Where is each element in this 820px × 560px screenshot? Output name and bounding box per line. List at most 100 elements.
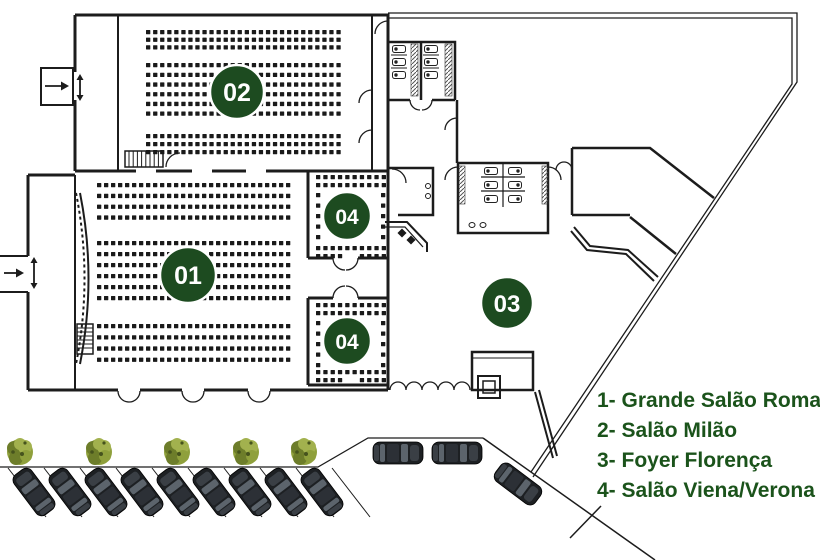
seat: [279, 285, 284, 290]
door-arc: [389, 381, 471, 391]
seat: [381, 254, 386, 259]
seat: [195, 346, 200, 351]
seat: [251, 63, 257, 68]
seat: [301, 92, 306, 97]
seat: [315, 92, 320, 97]
seat: [174, 101, 179, 107]
seat: [188, 346, 193, 351]
door-arc: [444, 166, 459, 181]
seat: [316, 352, 321, 357]
seat: [188, 150, 193, 155]
seat: [216, 37, 221, 42]
room-marker-04-lower: 04: [321, 315, 373, 367]
seat: [323, 246, 328, 251]
seat: [202, 142, 207, 147]
seat: [97, 263, 102, 268]
seat: [381, 352, 386, 357]
door-arc: [444, 117, 458, 131]
seat: [209, 193, 214, 199]
seat: [174, 111, 179, 116]
seat: [132, 274, 137, 279]
seat: [202, 63, 207, 68]
seat: [104, 285, 109, 290]
seat: [230, 142, 235, 147]
seat: [244, 241, 249, 246]
toilet-icon: [484, 195, 498, 203]
door-arc: [409, 99, 421, 111]
seat: [251, 285, 256, 290]
seat: [223, 274, 228, 279]
seat: [202, 92, 207, 97]
seat: [308, 82, 313, 87]
seat: [272, 101, 278, 107]
seat: [202, 324, 207, 329]
seat: [367, 246, 372, 251]
seat: [153, 45, 158, 50]
seat: [146, 30, 151, 35]
seat: [265, 296, 270, 301]
seat: [272, 63, 278, 68]
seat: [195, 30, 200, 35]
seat: [125, 274, 130, 279]
seat: [216, 150, 221, 155]
seat: [258, 30, 264, 35]
seat: [272, 357, 277, 362]
seat: [329, 150, 334, 155]
seat: [167, 183, 172, 188]
wall: [534, 391, 554, 459]
seat: [188, 215, 193, 220]
seat: [223, 150, 228, 155]
seat: [322, 150, 327, 155]
seat: [244, 324, 249, 329]
seat: [258, 204, 263, 209]
seat: [153, 30, 158, 35]
seat: [345, 370, 350, 375]
seat: [104, 357, 109, 362]
seat: [381, 214, 386, 219]
seat: [223, 285, 228, 290]
seat: [359, 303, 365, 308]
seat: [216, 357, 221, 362]
seat: [272, 111, 278, 116]
seat: [160, 296, 165, 301]
door-arc: [165, 152, 181, 168]
seat: [209, 357, 214, 362]
seat: [97, 183, 102, 188]
seat: [104, 335, 109, 340]
seat: [244, 142, 249, 147]
seat: [258, 37, 264, 42]
seat: [329, 72, 334, 77]
seat: [301, 82, 306, 87]
seat: [132, 296, 137, 301]
seat: [223, 30, 228, 35]
seat: [244, 252, 249, 257]
seat: [265, 241, 270, 246]
seat: [230, 204, 235, 209]
seat: [160, 193, 165, 199]
door-arc: [258, 390, 271, 403]
seat: [160, 30, 165, 35]
seat: [237, 45, 242, 50]
seat: [244, 215, 249, 220]
seat: [244, 335, 249, 340]
seat: [244, 357, 249, 362]
seat: [315, 63, 320, 68]
seat: [153, 252, 158, 257]
seat: [216, 296, 221, 301]
seat: [286, 215, 291, 220]
seat: [160, 241, 165, 246]
seat: [125, 241, 130, 246]
seat: [118, 215, 123, 220]
seat: [315, 30, 320, 35]
seat: [146, 37, 151, 42]
seat: [279, 263, 284, 268]
seat: [223, 183, 228, 188]
seat: [146, 150, 151, 155]
seat: [316, 363, 321, 368]
seat: [251, 296, 256, 301]
seat: [279, 241, 284, 246]
seat: [188, 37, 193, 42]
seat: [258, 252, 263, 257]
seat: [195, 37, 200, 42]
hatched-wall: [541, 165, 549, 205]
